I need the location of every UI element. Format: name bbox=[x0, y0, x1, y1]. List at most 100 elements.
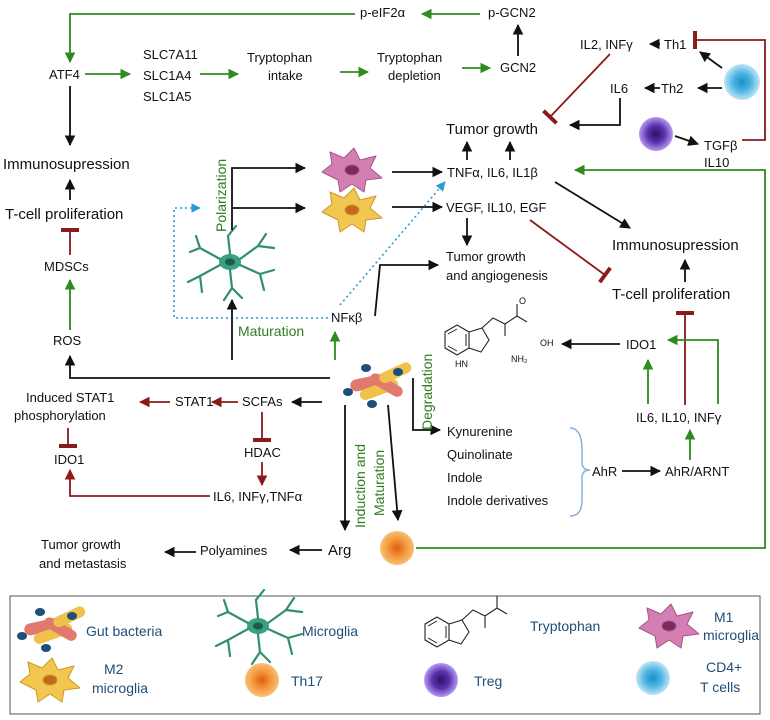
legend-th17-icon bbox=[245, 663, 279, 697]
trp-intake-line1: Tryptophan bbox=[247, 50, 312, 65]
indole-label: Indole bbox=[447, 470, 482, 485]
kynurenine-label: Kynurenine bbox=[447, 424, 513, 439]
tgfb-label: TGFβ bbox=[704, 138, 737, 153]
legend-m1-line1: M1 bbox=[714, 609, 734, 625]
dotted-nfkb-tnfa bbox=[339, 181, 446, 306]
legend-m1-line2: microglia bbox=[703, 627, 759, 643]
tumor-metastasis-line1: Tumor growth bbox=[41, 537, 121, 552]
stat1-label: STAT1 bbox=[175, 394, 214, 409]
scfas-label: SCFAs bbox=[242, 394, 283, 409]
legend-box bbox=[9, 595, 761, 715]
gcn2-label: GCN2 bbox=[500, 60, 536, 75]
arrow-th17-tnfa bbox=[416, 164, 766, 549]
polarization-label: Polarization bbox=[213, 159, 229, 232]
legend-microglia-label: Microglia bbox=[302, 623, 358, 639]
induction-maturation-line1: Induction and bbox=[352, 444, 368, 528]
induced-stat1-line2: phosphorylation bbox=[14, 408, 106, 423]
legend-cd4-line2: T cells bbox=[700, 679, 740, 695]
tumor-angio-line1: Tumor growth bbox=[446, 249, 526, 264]
arrow-microglia-m1 bbox=[231, 162, 307, 230]
il10-treg-label: IL10 bbox=[704, 155, 729, 170]
th2-label: Th2 bbox=[661, 81, 683, 96]
nfkb-label: NFκβ bbox=[331, 310, 362, 325]
ahr-label: AhR bbox=[592, 464, 617, 479]
chem-o: O bbox=[519, 296, 526, 306]
products-brace bbox=[569, 427, 591, 517]
induction-maturation-line2: Maturation bbox=[371, 450, 387, 516]
th17-cell-icon bbox=[380, 531, 414, 565]
slc1a4-label: SLC1A4 bbox=[143, 68, 191, 83]
arrow-tnfa-immunosup-right bbox=[554, 181, 631, 229]
immunosup-left-label: Immunosupression bbox=[3, 156, 130, 173]
maturation-label: Maturation bbox=[238, 323, 304, 339]
slc7a11-label: SLC7A11 bbox=[143, 47, 198, 62]
trp-intake-line2: intake bbox=[268, 68, 303, 83]
degradation-label: Degradation bbox=[419, 354, 435, 430]
inhib-vegf-tcell-right bbox=[529, 219, 612, 284]
arrow-il6-tumor bbox=[568, 98, 621, 131]
tcell-prolif-right-label: T-cell proliferation bbox=[612, 286, 730, 303]
arrow-bacteria-ros bbox=[64, 354, 330, 379]
legend-m2-icon bbox=[19, 657, 81, 703]
arrow-cd4-th1 bbox=[699, 51, 723, 69]
hdac-label: HDAC bbox=[244, 445, 281, 460]
immunosup-right-label: Immunosupression bbox=[612, 237, 739, 254]
il6-top-label: IL6 bbox=[610, 81, 628, 96]
m1-microglia-icon bbox=[321, 147, 383, 193]
arrow-degradation bbox=[412, 378, 442, 436]
ros-label: ROS bbox=[53, 333, 82, 348]
inhib-tgfb-th1-line bbox=[700, 39, 766, 141]
chem-nh2: NH₂ bbox=[511, 354, 528, 364]
microglia-icon bbox=[186, 224, 276, 302]
p-gcn2-label: p-GCN2 bbox=[488, 5, 536, 20]
il2-infg-label: IL2, INFγ bbox=[580, 37, 633, 52]
tumor-growth-label: Tumor growth bbox=[446, 121, 538, 138]
legend-cd4-line1: CD4+ bbox=[706, 659, 742, 675]
tryptophan-structure bbox=[444, 303, 528, 356]
trp-depletion-line1: Tryptophan bbox=[377, 50, 442, 65]
legend-gut-bacteria-icon bbox=[17, 604, 88, 652]
tcell-prolif-left-label: T-cell proliferation bbox=[5, 206, 123, 223]
legend-treg-icon bbox=[424, 663, 458, 697]
trp-depletion-line2: depletion bbox=[388, 68, 441, 83]
treg-cell-icon bbox=[639, 117, 673, 151]
chem-hn: HN bbox=[455, 359, 468, 369]
arrow-il6-ido1-left bbox=[64, 468, 210, 497]
arrow-bacteria-th17 bbox=[387, 404, 403, 522]
atf4-label: ATF4 bbox=[49, 67, 80, 82]
ido1-left-label: IDO1 bbox=[54, 452, 84, 467]
legend-microglia-icon bbox=[214, 588, 304, 666]
arrow-nfkb-tumorangio bbox=[374, 259, 440, 317]
chem-oh: OH bbox=[540, 338, 554, 348]
ahr-arnt-label: AhR/ARNT bbox=[665, 464, 729, 479]
tumor-metastasis-line2: and metastasis bbox=[39, 556, 127, 571]
legend-tryptophan-icon bbox=[424, 595, 508, 648]
inhib-il2-tumor bbox=[542, 53, 611, 125]
legend-gut-bacteria-label: Gut bacteria bbox=[86, 623, 162, 639]
arrow-peif2a-atf4 bbox=[64, 13, 355, 64]
slc1a5-label: SLC1A5 bbox=[143, 89, 191, 104]
legend-m2-line2: microglia bbox=[92, 680, 148, 696]
polyamines-label: Polyamines bbox=[200, 543, 268, 558]
il6-infg-tnfa-label: IL6, INFγ,TNFα bbox=[213, 489, 303, 504]
legend-th17-label: Th17 bbox=[291, 673, 323, 689]
tumor-angio-line2: and angiogenesis bbox=[446, 268, 548, 283]
ido1-right-label: IDO1 bbox=[626, 337, 656, 352]
indole-derivatives-label: Indole derivatives bbox=[447, 493, 549, 508]
induced-stat1-line1: Induced STAT1 bbox=[26, 390, 114, 405]
legend-cd4-icon bbox=[636, 661, 670, 695]
gut-bacteria-icon bbox=[343, 360, 414, 408]
legend-m2-line1: M2 bbox=[104, 661, 124, 677]
quinolinate-label: Quinolinate bbox=[447, 447, 513, 462]
legend-tryptophan-label: Tryptophan bbox=[530, 618, 600, 634]
vegf-group-label: VEGF, IL10, EGF bbox=[446, 200, 546, 215]
mdscs-label: MDSCs bbox=[44, 259, 89, 274]
arrow-infg-ido1 bbox=[666, 334, 719, 404]
arrow-treg-tgfb bbox=[674, 135, 700, 146]
legend-m1-icon bbox=[638, 603, 700, 649]
tnfa-group-label: TNFα, IL6, IL1β bbox=[447, 165, 538, 180]
th1-label: Th1 bbox=[664, 37, 686, 52]
dotted-nfkb-polarization bbox=[173, 203, 328, 319]
p-eif2a-label: p-eIF2α bbox=[360, 5, 406, 20]
